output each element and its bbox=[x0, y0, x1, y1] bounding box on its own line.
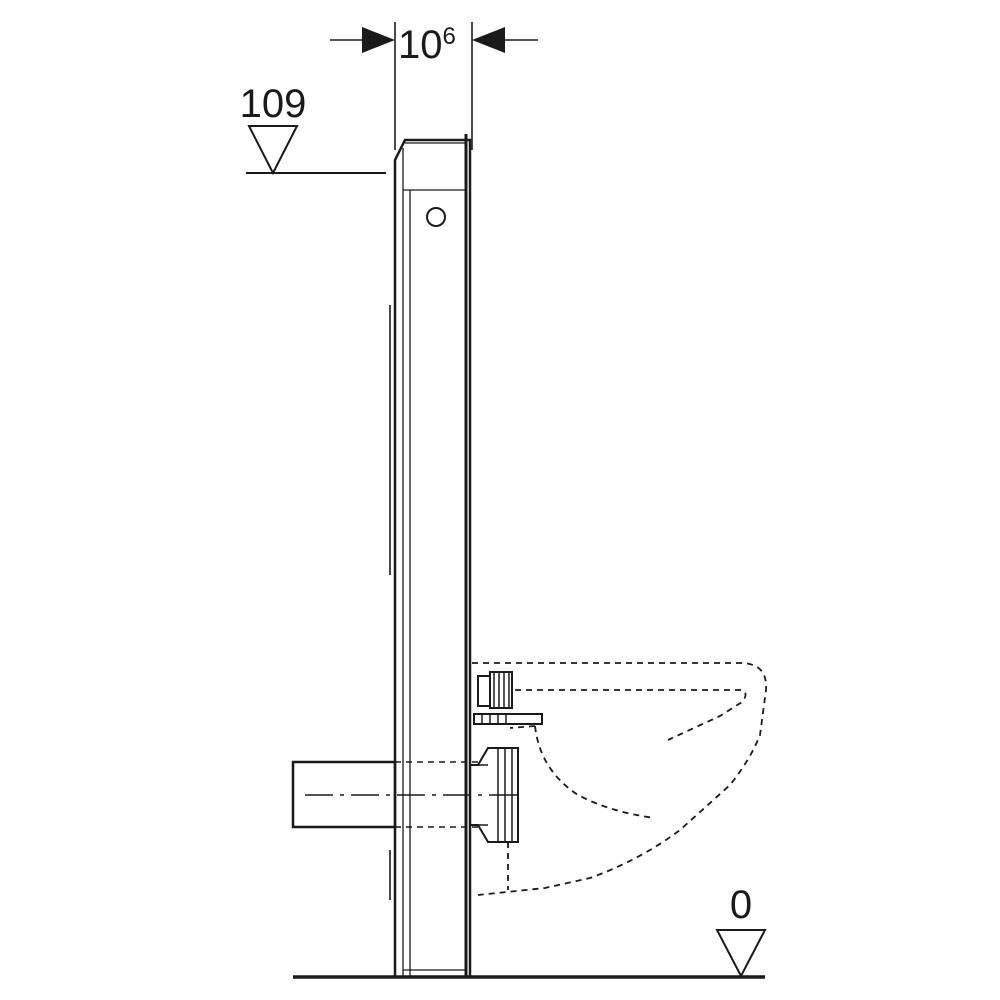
water-connector bbox=[473, 671, 543, 725]
floor-marker-label: 0 bbox=[730, 883, 752, 927]
toilet-top-edge bbox=[472, 662, 767, 896]
floor-marker-triangle-icon bbox=[715, 929, 767, 979]
drain-pipe bbox=[291, 760, 522, 829]
height-marker-label: 109 bbox=[240, 82, 307, 126]
actuator-hole-icon bbox=[426, 207, 446, 227]
drain-connector-outline bbox=[470, 747, 519, 843]
toilet-bowl-inner-line bbox=[509, 725, 536, 729]
installation-module bbox=[389, 134, 472, 976]
toilet-bowl-interior bbox=[534, 725, 656, 819]
width-dimension-label: 106 bbox=[398, 23, 456, 67]
toilet-seat-line bbox=[515, 689, 747, 741]
drain-connector bbox=[470, 747, 519, 843]
height-marker-triangle-icon bbox=[246, 125, 386, 176]
wall-hung-toilet-outline bbox=[472, 662, 767, 896]
width-dimension-value: 10 bbox=[398, 23, 443, 67]
drain-pipe-body bbox=[291, 760, 397, 829]
water-connector-body bbox=[477, 675, 491, 707]
mounting-bracket bbox=[473, 713, 543, 725]
width-dimension-superscript: 6 bbox=[443, 23, 456, 50]
water-connector-thread bbox=[489, 671, 513, 709]
dimension-arrow-left bbox=[362, 27, 395, 53]
module-frame-outline bbox=[393, 138, 472, 976]
dimension-arrow-right bbox=[472, 27, 505, 53]
width-dimension bbox=[330, 22, 538, 150]
